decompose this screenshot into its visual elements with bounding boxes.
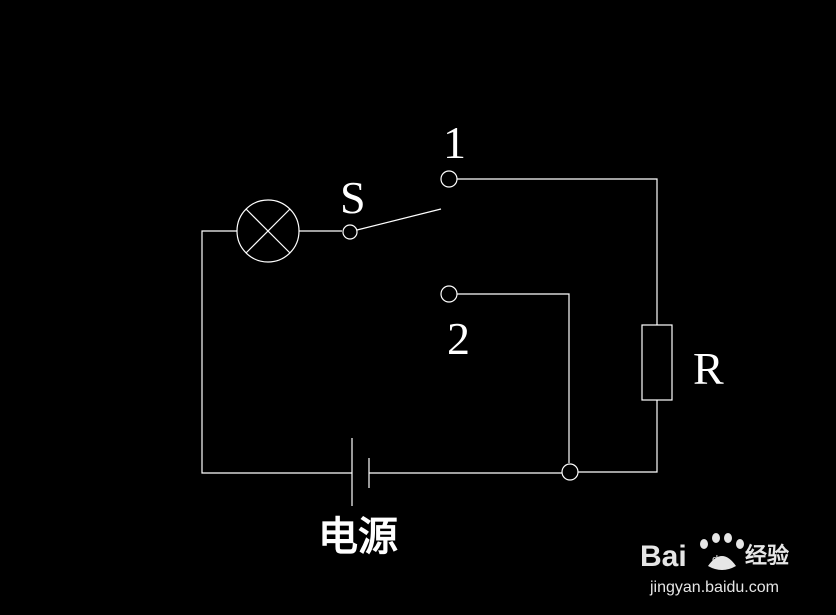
wire-left-loop [201, 230, 352, 474]
watermark-url: jingyan.baidu.com [649, 579, 779, 596]
contact-2-label: 2 [447, 313, 470, 364]
contact-1-terminal [440, 170, 458, 188]
contact-2-terminal [440, 285, 458, 303]
watermark-brand-bai: Bai [640, 540, 687, 573]
wire-resistor-bottom [578, 400, 658, 473]
contact-1-label: 1 [443, 117, 466, 168]
wire-contact-2 [457, 293, 570, 463]
baidu-watermark: Bai du 经验 jingyan.baidu.com [640, 533, 789, 596]
wire-contact-1 [457, 178, 658, 325]
resistor-label: R [693, 343, 724, 394]
watermark-brand-jingyan: 经验 [745, 543, 789, 568]
power-source-label: 电源 [318, 514, 398, 560]
junction-node [561, 463, 579, 481]
switch-label: S [340, 172, 366, 223]
watermark-brand-du: du [712, 554, 724, 566]
paw-icon [700, 533, 744, 570]
switch-pivot [342, 224, 358, 240]
switch-blade [356, 208, 442, 231]
